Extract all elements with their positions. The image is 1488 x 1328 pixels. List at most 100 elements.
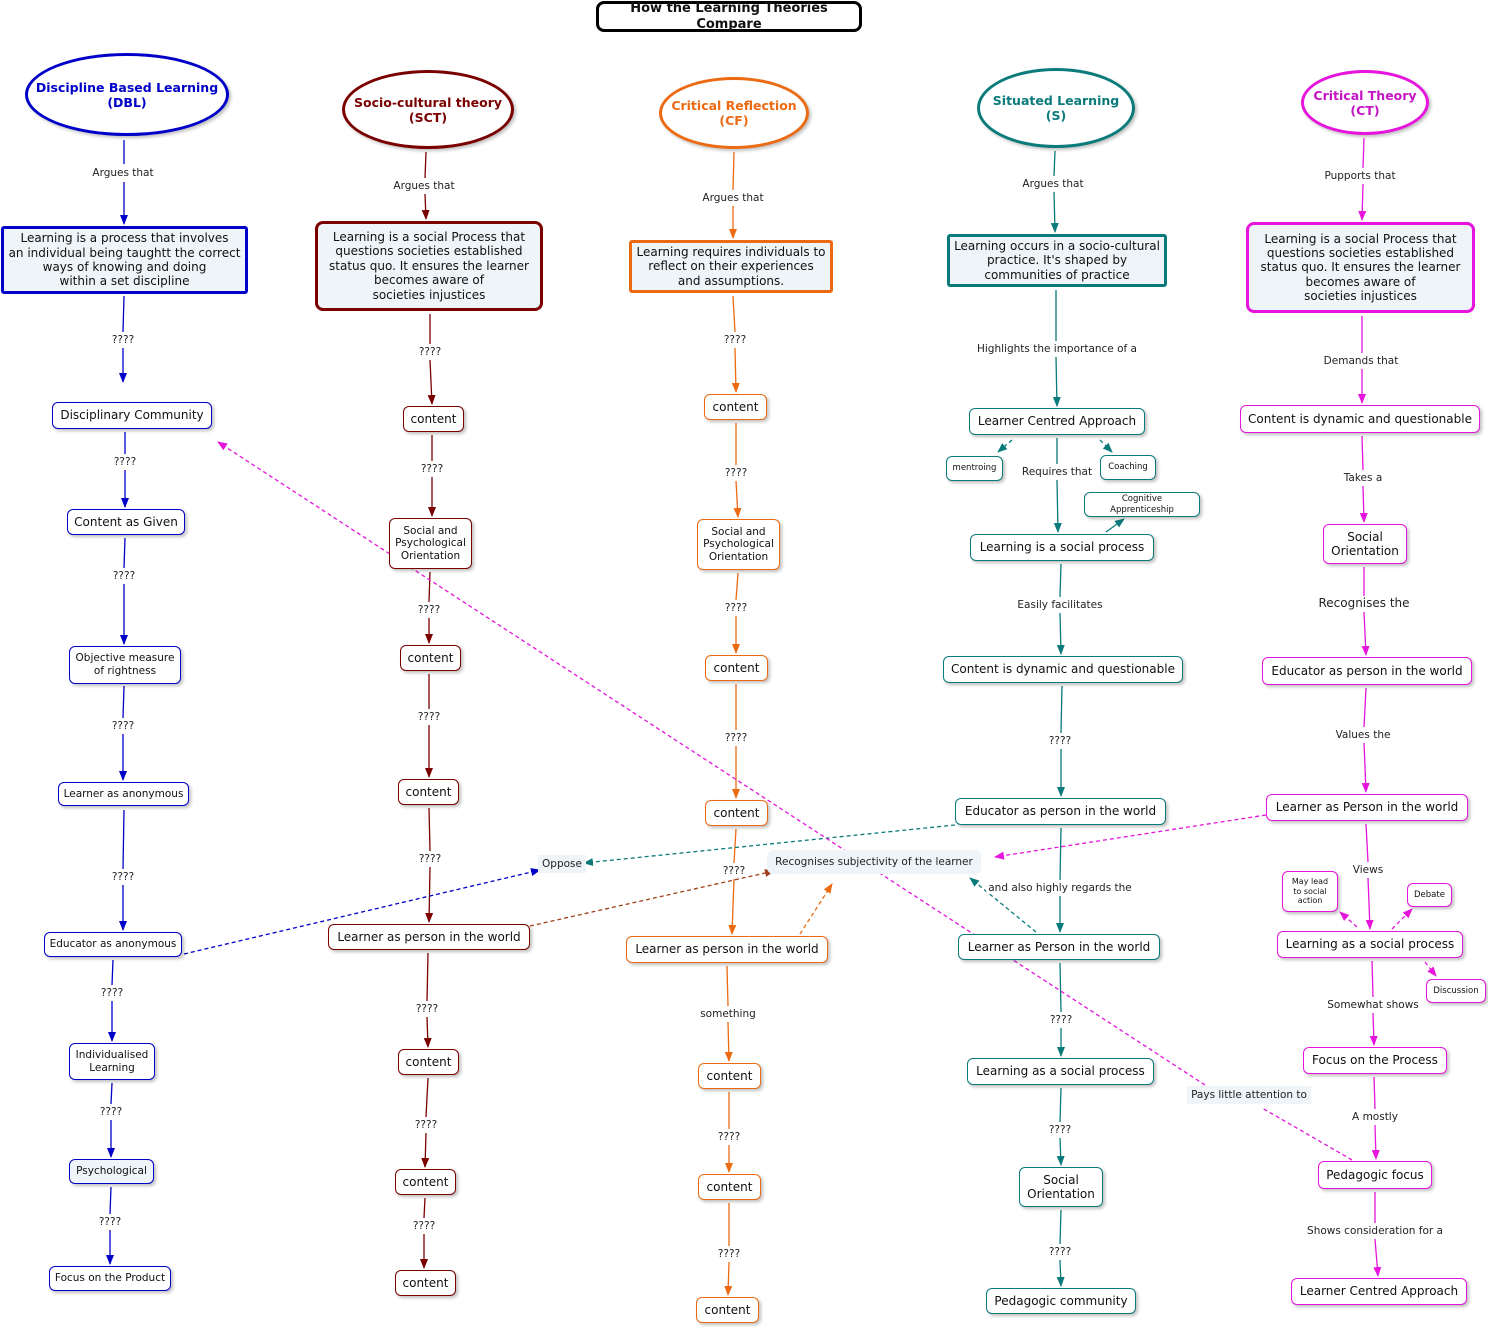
dbl-learner-anonymous: Learner as anonymous [58,782,189,806]
cf-connector-5-b [728,878,737,935]
s-link-4: Easily facilitates [1015,598,1105,612]
ct-link-3: Takes a [1341,471,1385,485]
ct-definition: Learning is a social Process that questi… [1246,222,1475,313]
ct-heading: Critical Theory (CT) [1301,70,1429,135]
cf-link-9: ???? [715,1247,743,1261]
s-learner-person: Learner as Person in the world [958,934,1160,960]
s-connector-4-a [1060,685,1063,734]
s-heading: Situated Learning (S) [977,68,1135,148]
cf-link-6: ???? [720,864,748,878]
s-connector-7-a [1059,1087,1062,1123]
cf-link-3: ???? [722,466,750,480]
ct-educator-person: Educator as person in the world [1262,657,1472,685]
s-learning-social-process-2: Learning as a social process [967,1058,1154,1085]
dbl-educator-anonymous: Educator as anonymous [44,932,182,957]
sct-link-7: ???? [413,1002,441,1016]
cf-content-2: content [705,655,768,681]
dbl-link-9: ???? [96,1215,124,1229]
s-connector-6-a [1059,962,1062,1013]
s-connector-8-a [1059,1209,1062,1245]
dbl-connector-5-a [122,809,125,870]
ct-may-lead-connector [1339,911,1358,928]
sct-link-3: ???? [418,462,446,476]
s-connector-5-a [1059,827,1062,881]
s-coaching-connector [1099,439,1113,453]
dbl-link-argues: Argues that [90,166,156,180]
sct-connector-7-b [421,1132,430,1168]
ct-connector-6-a [1371,960,1374,998]
cf-social-psych: Social and Psychological Orientation [697,519,780,570]
ct-connector-3-b [1361,611,1370,656]
dbl-connector-4-a [122,685,125,719]
s-cognitive-apprenticeship: Cognitive Apprenticeship [1084,492,1200,517]
dbl-individualised-learning: Individualised Learning [69,1043,155,1080]
sct-definition: Learning is a social Process that questi… [315,221,543,311]
s-connector-8-b [1056,1259,1065,1287]
dbl-disciplinary-community: Disciplinary Community [52,402,212,429]
cross-pays-attention: Pays little attention to [1187,1085,1311,1105]
dbl-to-oppose [183,868,541,955]
ct-content-dynamic: Content is dynamic and questionable [1240,405,1480,433]
sct-social-psych: Social and Psychological Orientation [389,518,472,569]
cf-link-5: ???? [722,731,750,745]
cf-connector-2-b [733,480,742,518]
sct-connector-6-a [426,952,429,1002]
dbl-link-2: ???? [109,333,137,347]
ct-pedagogic-to-pays [1261,1107,1353,1161]
s-learner-to-recognises [969,877,1037,933]
dbl-objective-measure: Objective measure of rightness [69,646,181,684]
s-connector-3-a [1059,563,1062,598]
cf-connector-1-a [732,295,736,333]
ct-learner-person: Learner as Person in the world [1266,794,1468,821]
ct-pedagogic-focus: Pedagogic focus [1318,1161,1432,1189]
sct-content-4: content [398,1049,459,1075]
ct-link-7: Somewhat shows [1325,998,1421,1012]
dbl-connector-7-a [110,1082,113,1105]
ct-connector-0-a [1362,137,1365,169]
cross-recognises: Recognises subjectivity of the learner [767,849,981,875]
s-mentoring: mentroing [946,456,1003,481]
sct-link-8: ???? [412,1118,440,1132]
dbl-connector-3-a [123,537,126,569]
s-link-argues: Argues that [1020,177,1086,191]
s-learner-centred: Learner Centred Approach [969,408,1145,435]
cf-link-8: ???? [715,1130,743,1144]
ct-discussion-connector [1424,961,1437,977]
dbl-link-5: ???? [109,719,137,733]
s-link-6: and also highly regards the [986,881,1134,895]
sct-content-3: content [398,779,459,805]
ct-connector-2-b [1359,485,1368,523]
dbl-link-4: ???? [110,569,138,583]
sct-link-6: ???? [416,852,444,866]
ct-link-4: Recognises the [1316,596,1412,611]
sct-to-recognises [529,869,775,927]
sct-connector-5-a [428,807,431,852]
ct-focus-process: Focus on the Process [1303,1047,1447,1074]
cf-connector-6-b [724,1021,733,1062]
s-educator-person: Educator as person in the world [955,798,1166,825]
cf-content-3: content [705,800,768,826]
s-connector-1-b [1052,356,1061,407]
ct-connector-4-b [1361,742,1370,793]
s-connector-2-b [1053,479,1062,533]
ct-connector-7-a [1373,1076,1376,1110]
cf-link-4: ???? [722,601,750,615]
ct-connector-5-b [1365,877,1374,930]
ct-connector-2-a [1361,435,1364,471]
s-mentoring-connector [997,439,1013,453]
dbl-heading: Discipline Based Learning (DBL) [25,53,229,136]
cf-to-recognises [799,883,833,935]
pays-to-dbl [217,441,1206,1086]
s-link-9: ???? [1046,1245,1074,1259]
dbl-link-3: ???? [111,455,139,469]
ct-debate-connector [1391,908,1413,930]
sct-connector-6-b [423,1016,432,1048]
sct-content-2: content [400,645,461,671]
dbl-content-as-given: Content as Given [67,509,185,535]
sct-content-5: content [395,1169,456,1195]
s-coaching: Coaching [1100,455,1156,480]
ct-may-lead: May lead to social action [1282,871,1338,912]
ct-discussion: Discussion [1426,979,1486,1003]
ct-connector-8-b [1373,1238,1382,1277]
